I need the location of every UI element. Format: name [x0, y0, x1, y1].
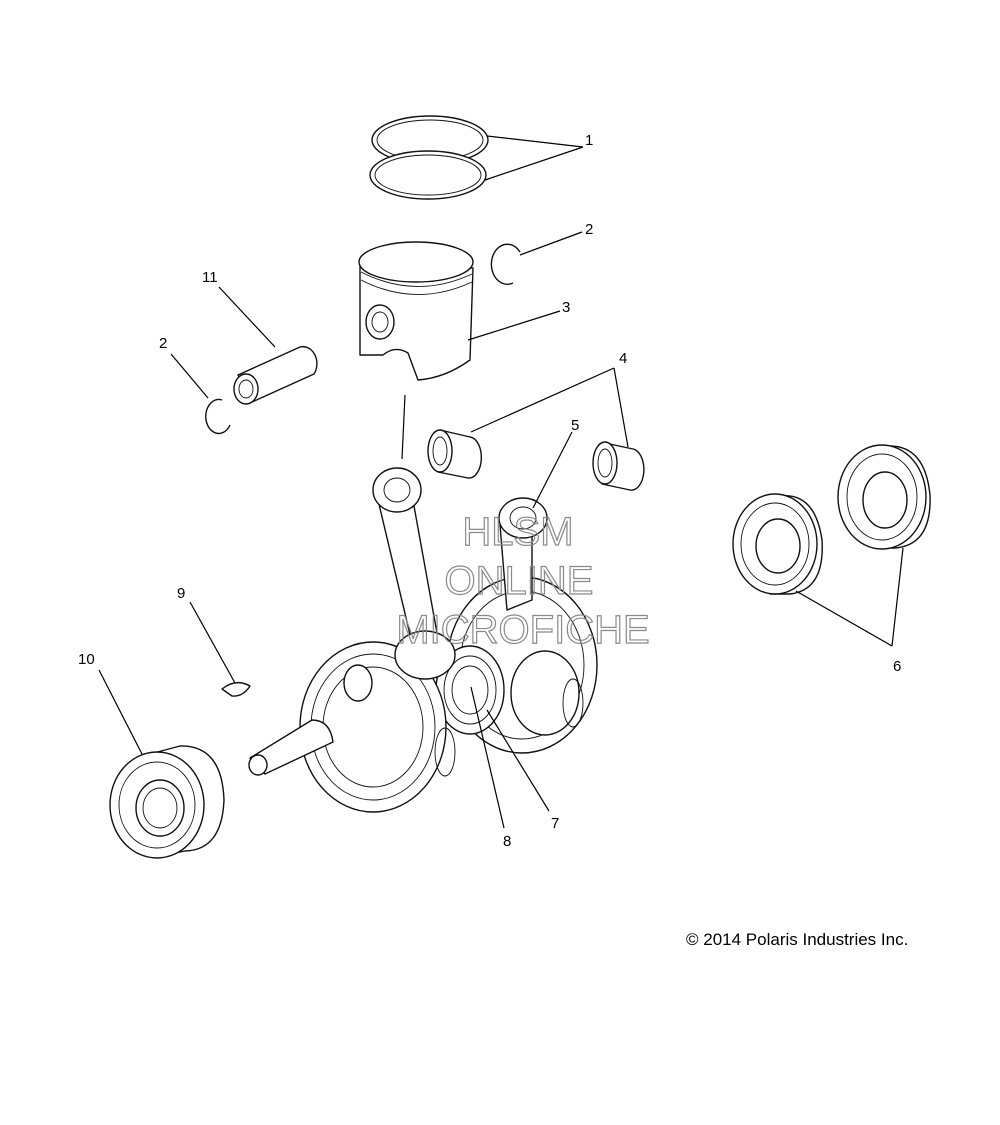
callout-10: 10	[78, 651, 95, 668]
woodruff-key	[221, 681, 251, 697]
piston-ring-lower	[369, 150, 487, 200]
callout-5: 5	[571, 417, 579, 434]
callout-9: 9	[177, 585, 185, 602]
needle-bearing-right	[592, 441, 645, 491]
callout-2-left: 2	[159, 335, 167, 352]
callout-1: 1	[585, 132, 593, 149]
watermark-line-1: HLSM	[462, 510, 573, 554]
crankshaft-assembly	[248, 467, 598, 813]
piston	[358, 241, 474, 381]
callout-3: 3	[562, 299, 570, 316]
wrist-pin	[233, 345, 318, 405]
needle-bearing-left	[427, 429, 482, 479]
circlip-right	[490, 243, 521, 285]
leader-lines	[98, 135, 904, 829]
roller-bearing	[109, 745, 225, 859]
callout-6: 6	[893, 658, 901, 675]
circlip-left	[205, 398, 231, 435]
main-bearing-right	[837, 444, 931, 550]
main-bearing-left	[732, 493, 823, 595]
callout-8: 8	[503, 833, 511, 850]
callout-2-right: 2	[585, 221, 593, 238]
callout-11: 11	[202, 269, 218, 286]
callout-4: 4	[619, 350, 627, 367]
watermark-line-2: ONLINE	[445, 559, 594, 603]
watermark-line-3: MICROFICHE	[396, 608, 649, 652]
copyright-notice: © 2014 Polaris Industries Inc.	[686, 930, 909, 949]
callout-7: 7	[551, 815, 559, 832]
